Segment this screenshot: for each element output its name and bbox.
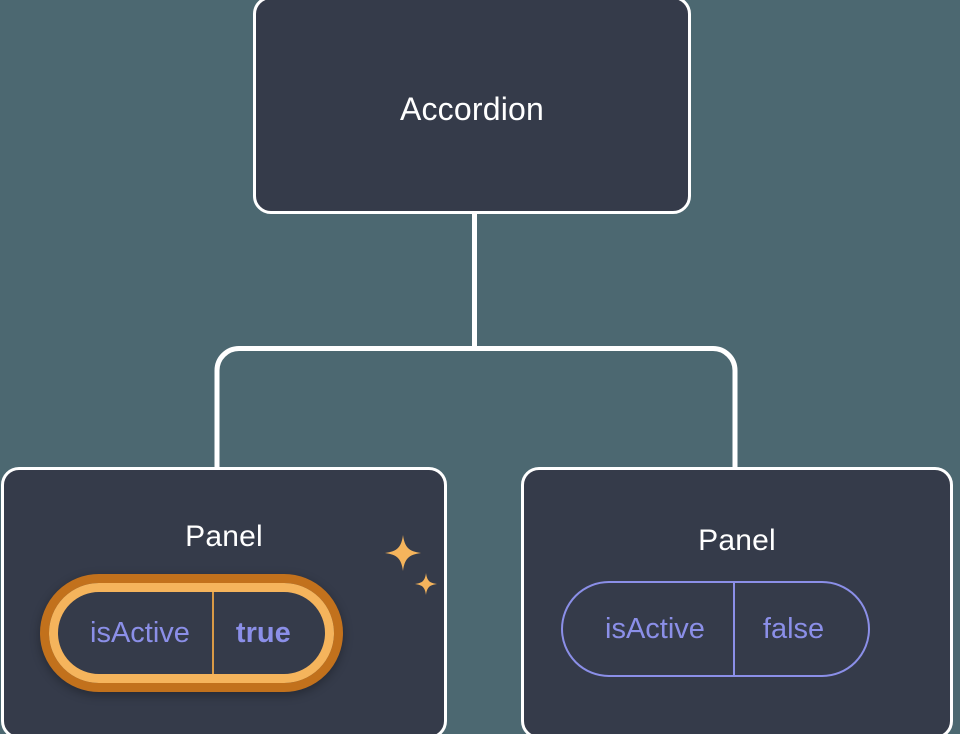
node-title-panel-inactive: Panel bbox=[698, 524, 776, 557]
prop-pill-wrap-active: isActive true bbox=[40, 574, 343, 692]
prop-pill-isactive-true[interactable]: isActive true bbox=[49, 583, 334, 683]
prop-pill-wrap-inactive: isActive false bbox=[561, 581, 871, 677]
connector-right-branch bbox=[474, 346, 738, 470]
prop-pill-isactive-false[interactable]: isActive false bbox=[561, 581, 871, 677]
node-title-panel-active: Panel bbox=[185, 520, 263, 553]
prop-pill-highlight-ring: isActive true bbox=[40, 574, 343, 692]
connector-left-branch bbox=[214, 346, 475, 470]
tree-node-accordion[interactable]: Accordion bbox=[253, 0, 691, 214]
tree-node-panel-active[interactable]: Panel isActive true bbox=[1, 467, 447, 734]
tree-node-panel-inactive[interactable]: Panel isActive false bbox=[521, 467, 953, 734]
prop-value-false: false bbox=[732, 583, 868, 675]
node-title-accordion: Accordion bbox=[399, 91, 545, 127]
prop-key-isactive: isActive bbox=[90, 616, 190, 649]
prop-value-true: true bbox=[211, 592, 325, 674]
prop-key-isactive: isActive bbox=[605, 612, 705, 645]
